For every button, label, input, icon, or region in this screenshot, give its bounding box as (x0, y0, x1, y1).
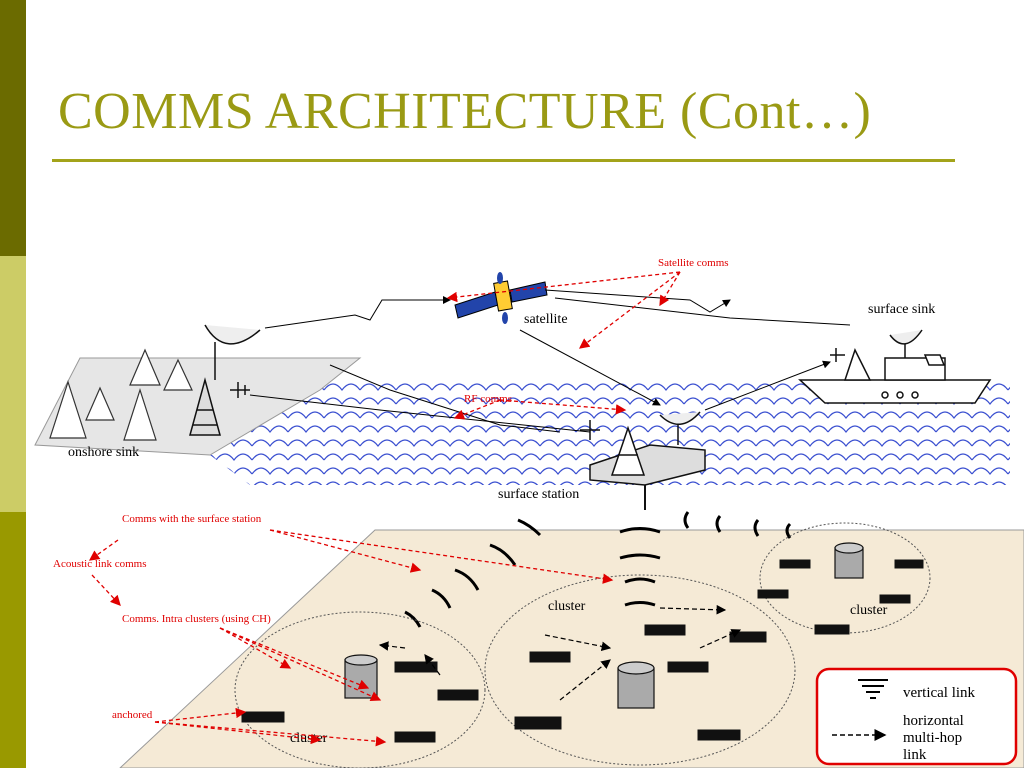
legend-horizontal-line1: horizontal (903, 713, 964, 729)
surface-station-icon (580, 411, 706, 510)
satellite-label: satellite (524, 312, 568, 327)
satellite-comms-annotation: Satellite comms (658, 257, 729, 269)
tree-icon (49, 348, 193, 441)
legend-horizontal-line2: multi-hop (903, 730, 962, 746)
cluster-boundaries (234, 522, 931, 768)
multi-hop-links (378, 604, 742, 701)
onshore-tower-icon (189, 324, 261, 436)
slide-title: COMMS ARCHITECTURE (Cont…) (58, 83, 872, 140)
legend-horizontal-line3: link (903, 747, 927, 763)
sidebar-segment-dark (0, 0, 26, 256)
acoustic-waves (404, 511, 792, 628)
surface-station-label: surface station (498, 487, 579, 502)
title-underline (52, 159, 955, 162)
onshore-sink-label: onshore sink (68, 445, 139, 460)
ship-icon (798, 329, 992, 404)
satellite-icon (454, 272, 548, 324)
intra-clusters-annotation: Comms. Intra clusters (using CH) (122, 613, 271, 625)
cluster-head-icon (344, 542, 864, 709)
cluster-right-label: cluster (850, 603, 888, 618)
anchored-annotation: anchored (112, 709, 153, 721)
surface-station-comms-annotation: Comms with the surface station (122, 513, 262, 525)
sidebar-segment-mid (0, 512, 26, 768)
annotation-arrows (88, 271, 681, 747)
acoustic-link-annotation: Acoustic link comms (53, 558, 147, 570)
legend-vertical-link: vertical link (903, 685, 976, 701)
comm-links (249, 289, 851, 433)
rf-comms-annotation: RF comms (464, 393, 512, 405)
sea-surface (210, 380, 1010, 485)
vertical-link-icon (858, 679, 888, 699)
cluster-mid-label: cluster (548, 599, 586, 614)
sensor-node-icon (241, 559, 924, 743)
sidebar-segment-light (0, 256, 26, 512)
seabed-plane (119, 529, 1024, 768)
sidebar-bar (0, 0, 26, 768)
surface-sink-label: surface sink (868, 302, 935, 317)
